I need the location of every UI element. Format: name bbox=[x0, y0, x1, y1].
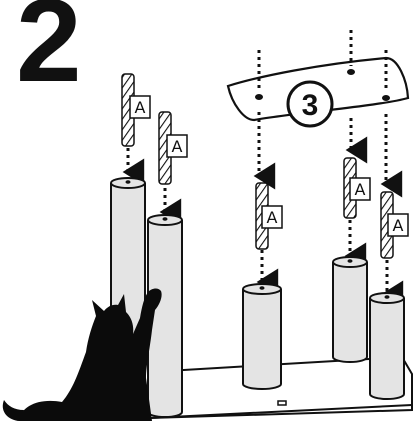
guide-arrows bbox=[122, 30, 404, 308]
part-label: A bbox=[267, 208, 278, 227]
callout-number: 3 bbox=[302, 89, 319, 122]
callout-circle: 3 bbox=[286, 80, 334, 128]
screw-a: A bbox=[158, 111, 188, 185]
post bbox=[332, 256, 368, 363]
step-number: 2 bbox=[16, 0, 82, 107]
screw-a: A bbox=[343, 157, 371, 219]
cat-silhouette-icon bbox=[2, 288, 162, 421]
screw-a: A bbox=[255, 182, 283, 250]
post bbox=[242, 283, 282, 390]
part-label: A bbox=[355, 180, 366, 199]
part-label: A bbox=[172, 137, 183, 156]
screw-a: A bbox=[380, 191, 409, 259]
post bbox=[369, 292, 405, 400]
screw-a: A bbox=[121, 73, 151, 147]
part-label: A bbox=[135, 98, 146, 117]
part-label: A bbox=[393, 216, 404, 235]
